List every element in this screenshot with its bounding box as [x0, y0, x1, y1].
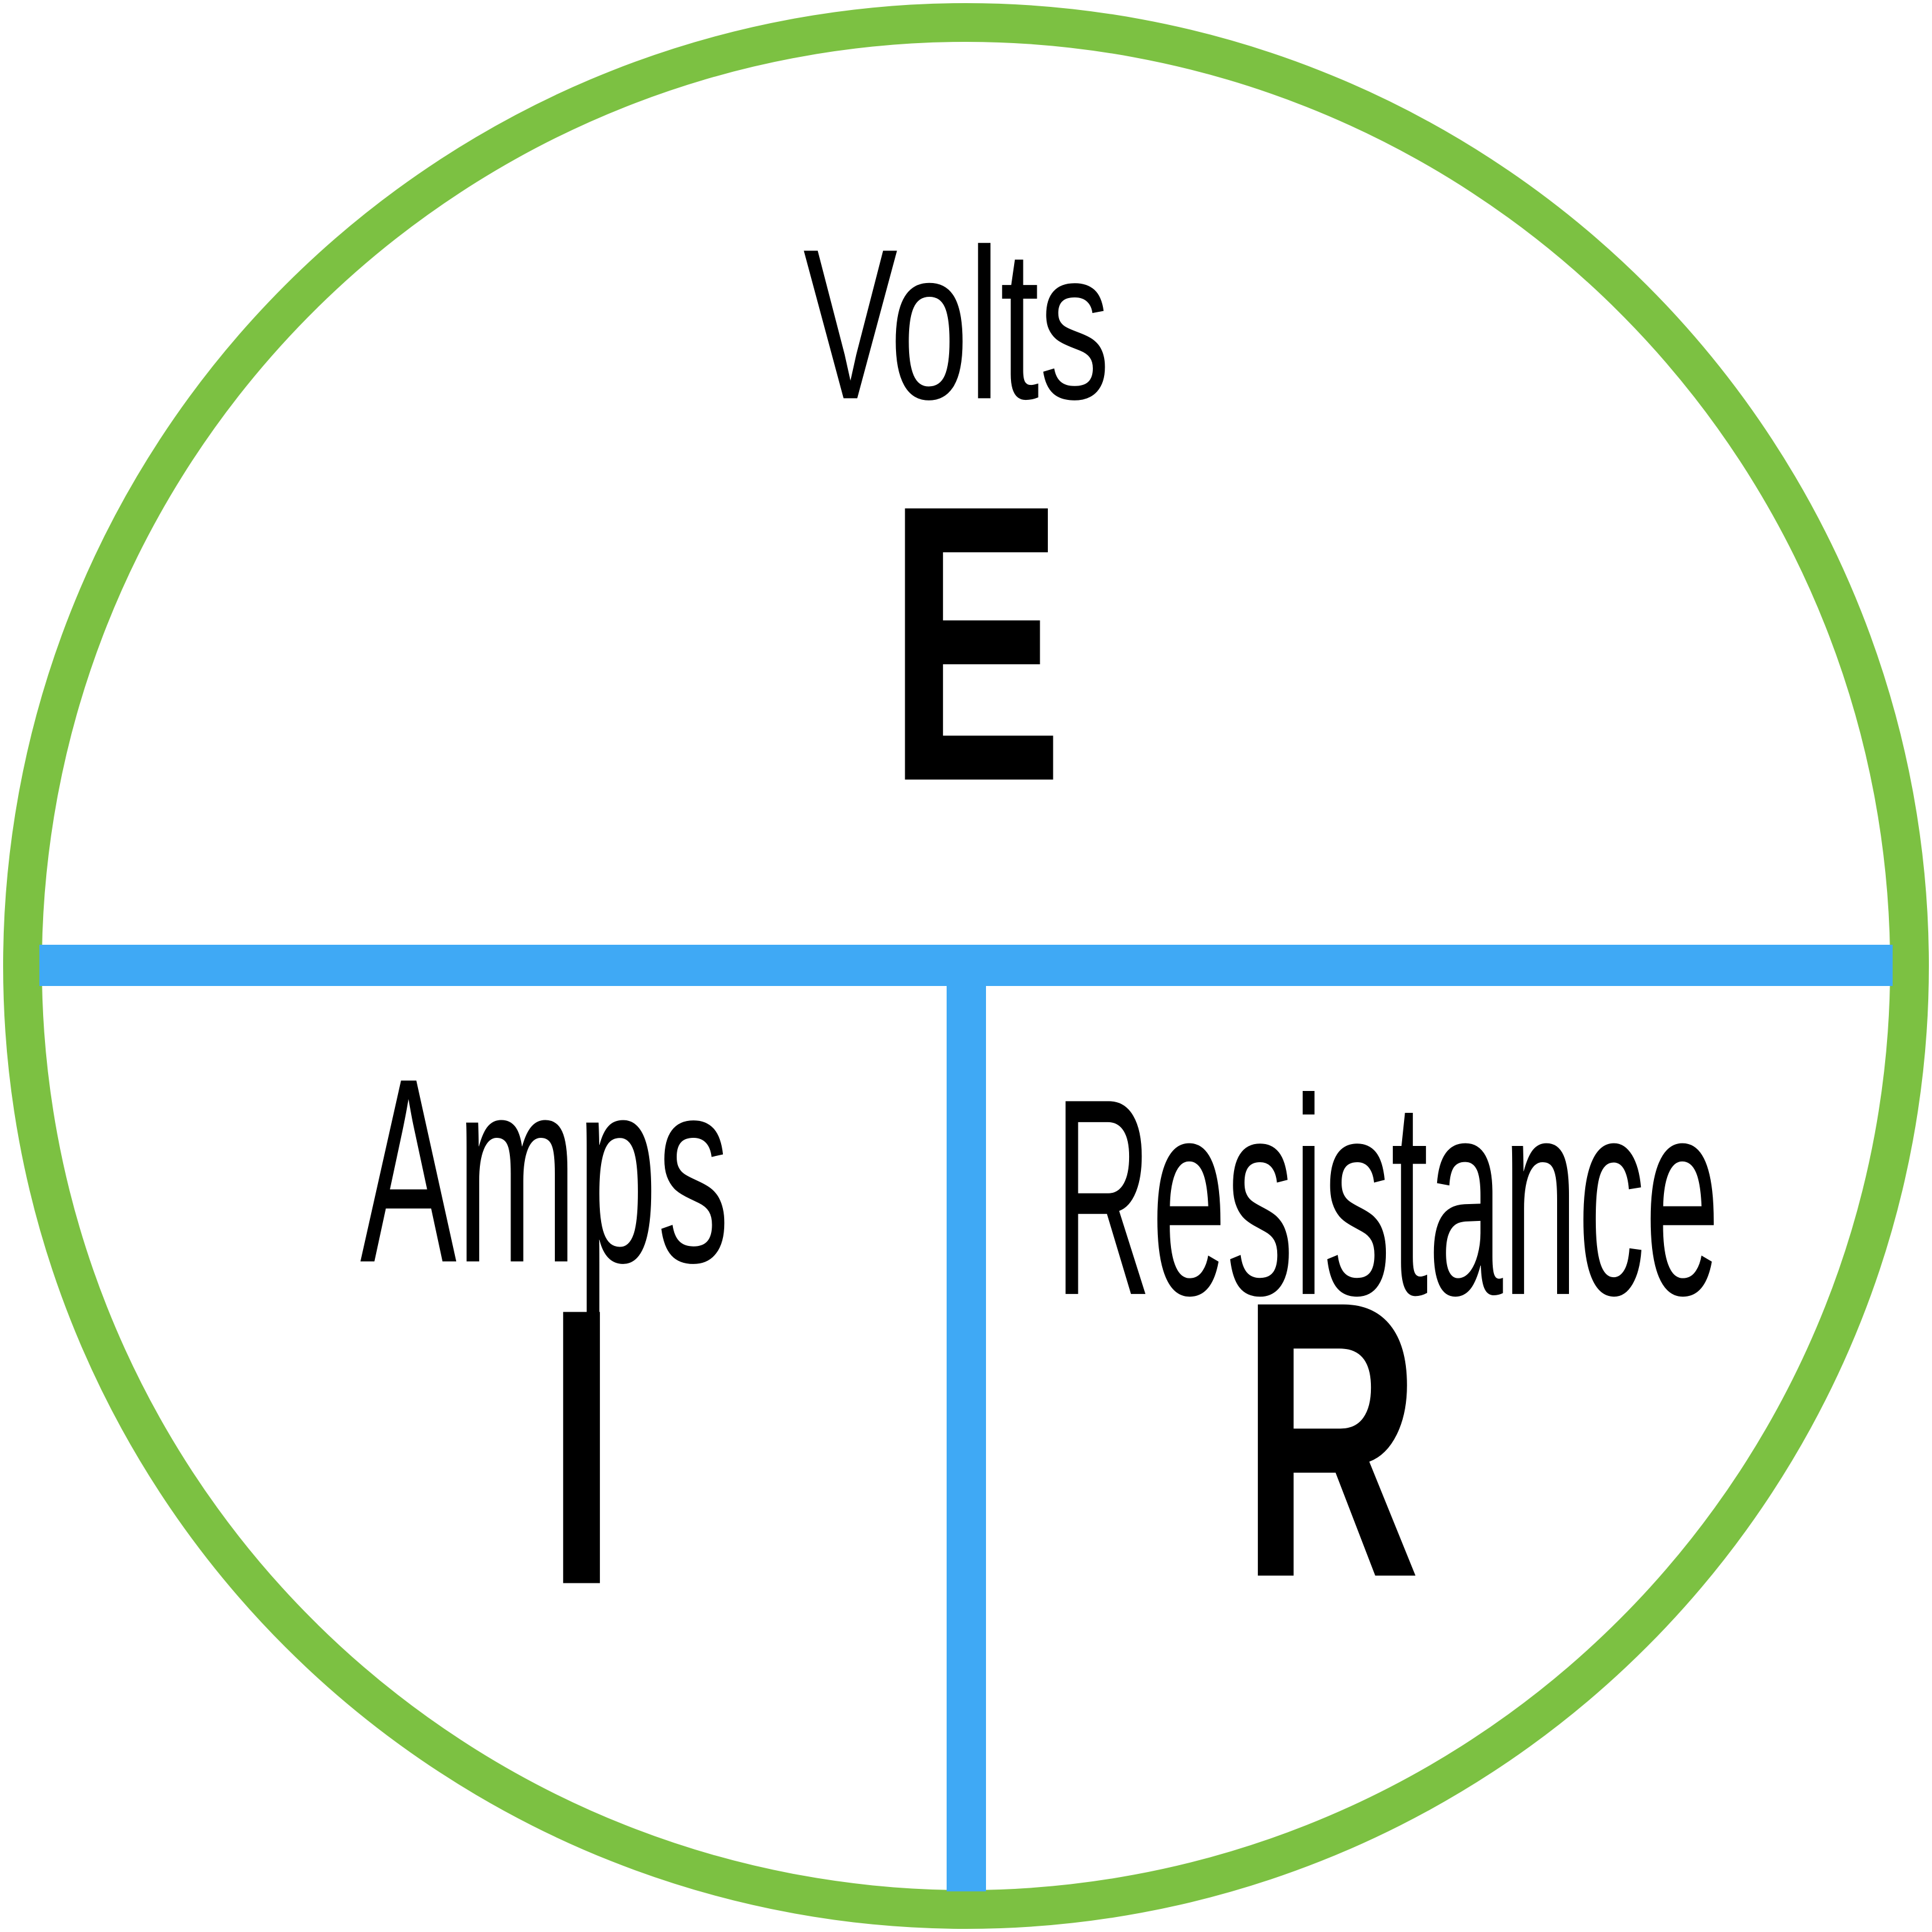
voltage-symbol: E [887, 422, 1064, 864]
resistance-symbol: R [1241, 1218, 1421, 1660]
resistance-label: Resistance [1054, 1040, 1720, 1354]
amps-label: Amps [360, 1023, 730, 1318]
vertical-divider-line [947, 944, 986, 1892]
current-symbol: I [527, 1226, 637, 1667]
volts-label: Volts [802, 204, 1110, 444]
